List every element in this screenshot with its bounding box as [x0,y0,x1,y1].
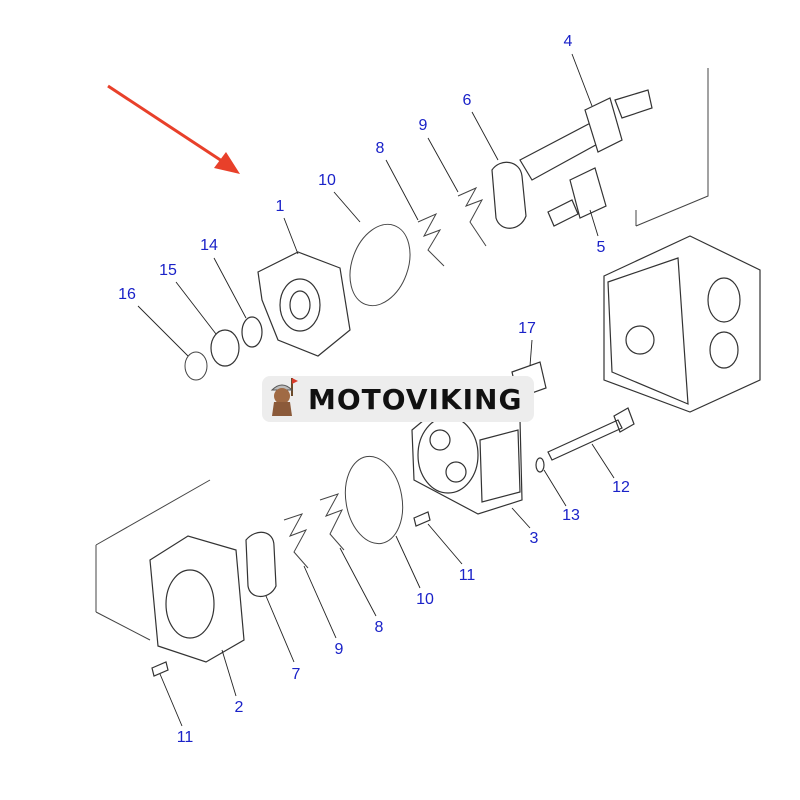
part-6-plate [491,161,527,229]
callout-10: 10 [318,172,336,189]
callout-13: 13 [562,507,580,524]
part-15-bearing [210,329,240,367]
watermark-text: MOTOVIKING [308,382,523,416]
callout-10: 10 [416,591,434,608]
part-9-seal-bottom [283,513,309,569]
part-12-bolt [547,407,635,461]
frame-line-top [635,68,709,227]
watermark-logo: MOTOVIKING [262,376,534,422]
callout-2: 2 [235,699,244,716]
pump-body [603,235,761,413]
callout-9: 9 [419,117,428,134]
part-2-gear-case [149,535,245,663]
part-16-snap-ring [184,351,208,381]
callout-14: 14 [200,237,218,254]
callout-4: 4 [564,33,573,50]
part-8-seal-top [417,212,445,267]
frame-line-bottom [95,479,211,612]
callout-9: 9 [335,641,344,658]
part-1-cover [257,251,351,357]
part-9-seal-top [457,186,487,247]
callout-5: 5 [597,239,606,256]
part-3-housing [411,399,523,515]
callout-1: 1 [276,198,285,215]
part-10-oring-top [349,223,411,307]
part-11-pin-lower [151,661,169,677]
part-4-drive-shaft [519,89,653,181]
callout-3: 3 [530,530,539,547]
part-10-oring-bottom [344,455,404,545]
callout-6: 6 [463,92,472,109]
part-13-washer [535,457,545,473]
callout-15: 15 [159,262,177,279]
frame-line-bottom-2 [95,611,151,641]
part-14-washer [241,316,263,348]
part-8-seal-bottom [319,493,345,551]
callout-12: 12 [612,479,630,496]
part-5-driven-gear [547,167,607,227]
part-11-pin-upper [413,511,431,527]
callout-17: 17 [518,320,536,337]
callout-8: 8 [375,619,384,636]
callout-8: 8 [376,140,385,157]
callout-11: 11 [459,567,476,584]
part-7-plate [245,531,277,598]
leader-lines [137,53,615,727]
callout-16: 16 [118,286,136,303]
pointer-arrow [107,84,240,174]
viking-mascot-icon [270,378,298,416]
callout-11: 11 [177,729,194,746]
callout-7: 7 [292,666,301,683]
callout-labels: 4 6 9 8 10 1 14 15 16 5 17 12 13 3 11 10… [118,33,630,746]
